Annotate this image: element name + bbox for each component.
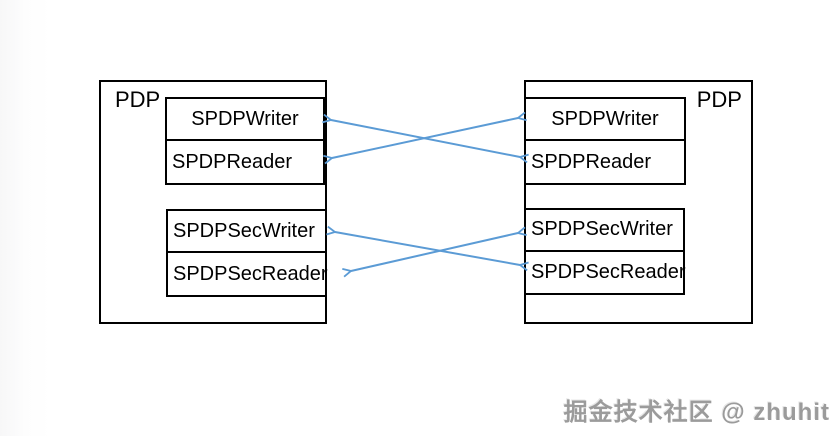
watermark: 掘金技术社区 @ zhuhit (563, 399, 830, 426)
left-spdpsec-group: SPDPSecWriter SPDPSecReader (166, 209, 328, 297)
left-spdp-group: SPDPWriter SPDPReader (165, 97, 325, 185)
arrow-left.SPDPReader-right.SPDPWriter (332, 118, 518, 158)
right-spdpwriter-cell: SPDPWriter (526, 99, 684, 141)
right-spdpreader-cell: SPDPReader (531, 150, 652, 173)
left-pdp-box: PDP (99, 80, 327, 324)
right-spdp-group: SPDPWriter SPDPReader (524, 97, 686, 185)
right-spdpsec-group: SPDPSecWriter SPDPSecReader (524, 208, 686, 295)
left-spdpsecreader-cell: SPDPSecReader (173, 262, 328, 285)
right-pdp-label: PDP (696, 87, 742, 112)
right-spdpsecreader-cell: SPDPSecReader (531, 260, 686, 283)
left-spdpsecwriter-cell: SPDPSecWriter (168, 211, 325, 253)
left-pdp-label: PDP (115, 87, 161, 112)
left-spdpwriter-cell: SPDPWriter (167, 99, 323, 141)
right-pdp-box: PDP (524, 80, 753, 324)
arrow-left.SPDPSecReader-right.SPDPSecWriter (351, 233, 518, 271)
arrow-left.SPDPSecWriter-right.SPDPSecReader (335, 232, 520, 265)
left-spdpreader-cell: SPDPReader (172, 150, 293, 173)
right-spdpsecwriter-cell: SPDPSecWriter (526, 210, 683, 252)
arrow-left.SPDPWriter-right.SPDPReader (331, 120, 520, 157)
